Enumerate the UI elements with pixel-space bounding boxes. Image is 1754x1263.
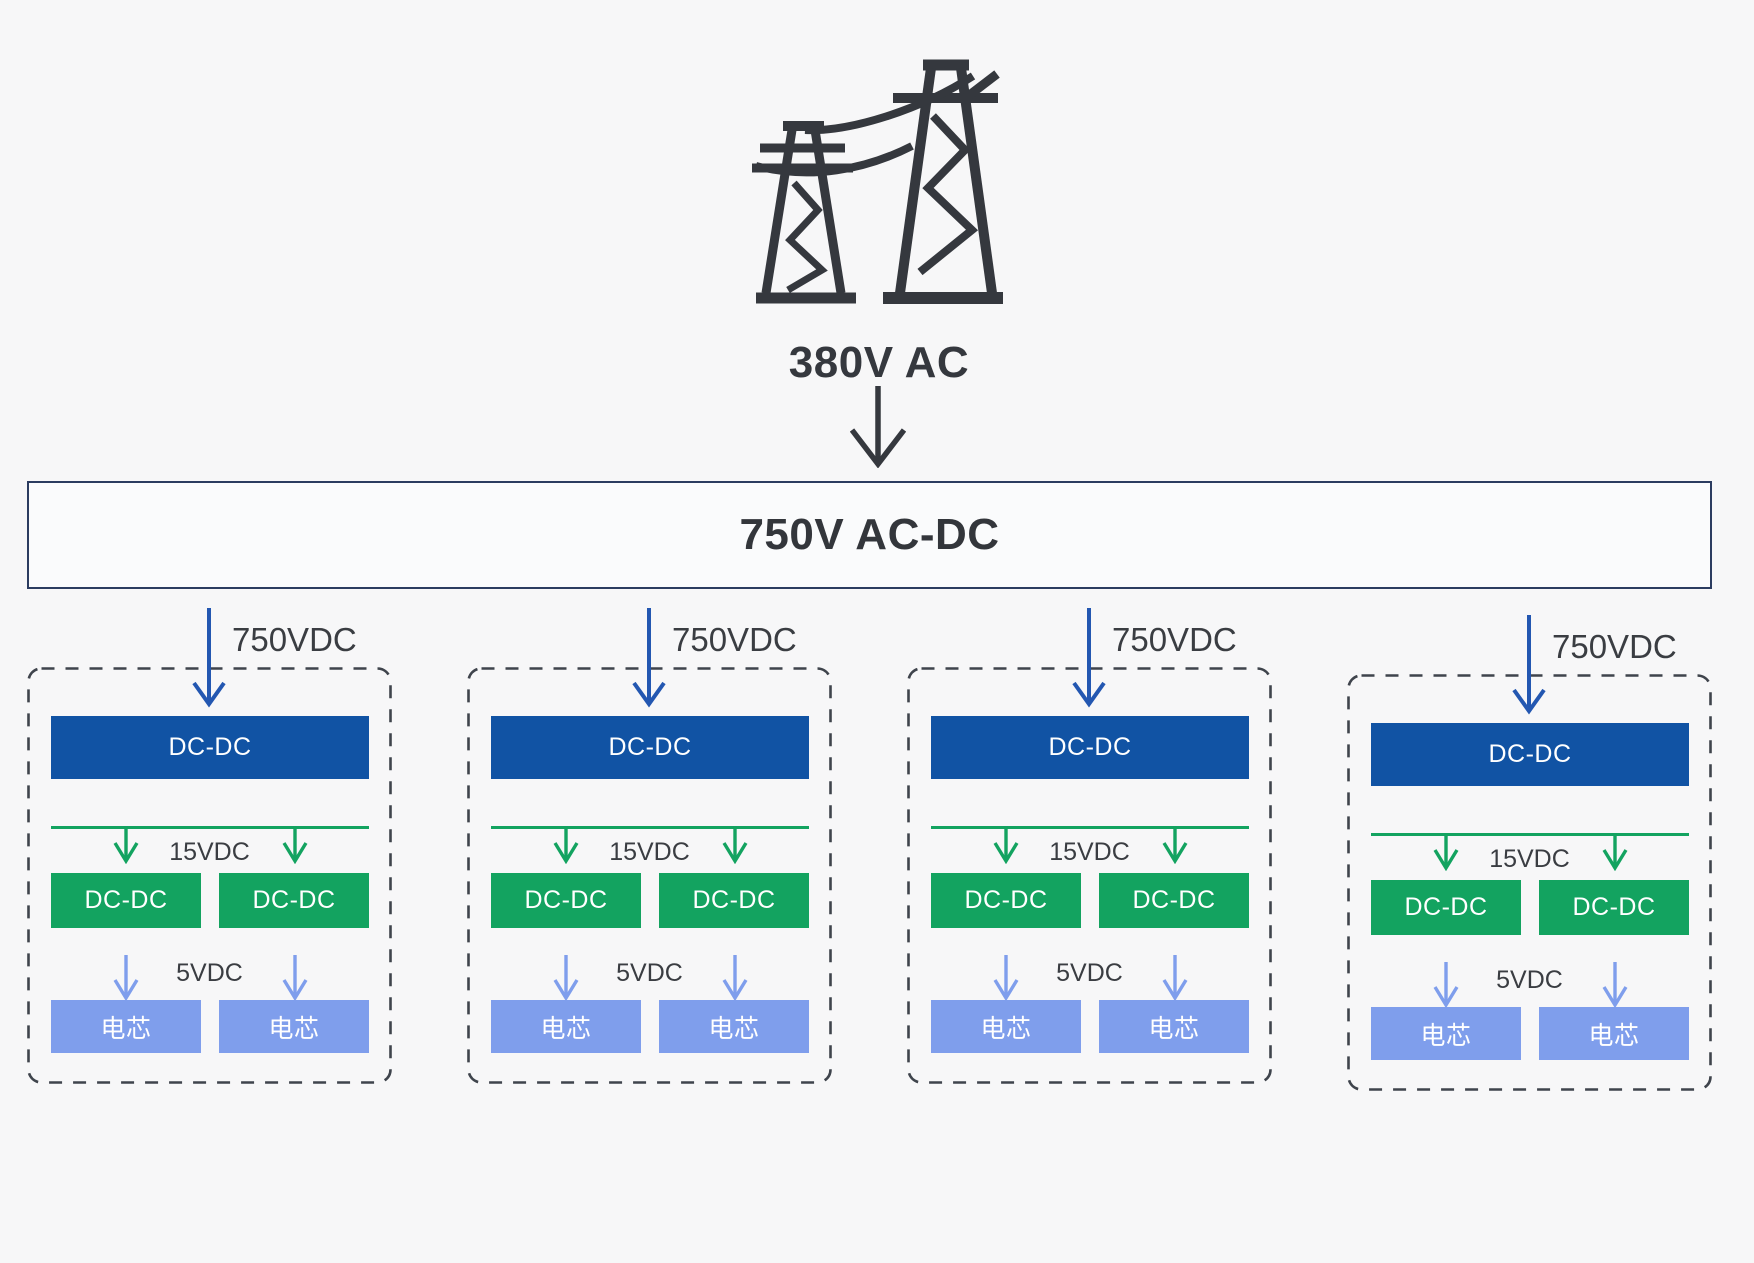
output-5vdc-arrow-icon (722, 955, 748, 1001)
secondary-dcdc-box-2: DC-DC (219, 873, 369, 928)
input-750vdc-arrow-icon (1512, 615, 1546, 715)
primary-dcdc-label: DC-DC (168, 733, 252, 761)
output-5vdc-arrow-icon (553, 955, 579, 1001)
input-750vdc-arrow-icon (1072, 608, 1106, 708)
primary-dcdc-label: DC-DC (608, 733, 692, 761)
secondary-dcdc-label: DC-DC (524, 886, 608, 914)
secondary-dcdc-label: DC-DC (964, 886, 1048, 914)
low-voltage-label: 5VDC (176, 959, 243, 987)
step-down-arrow-icon (1162, 826, 1188, 864)
secondary-dcdc-box-1: DC-DC (51, 873, 201, 928)
battery-cell-label: 电芯 (1148, 1014, 1200, 1043)
output-5vdc-arrow-icon (1433, 962, 1459, 1008)
battery-cell-box-2: 电芯 (219, 1000, 369, 1053)
input-voltage-label: 750VDC (1112, 621, 1237, 658)
secondary-dcdc-box-1: DC-DC (931, 873, 1081, 928)
battery-cell-box-2: 电芯 (659, 1000, 809, 1053)
output-5vdc-arrow-icon (282, 955, 308, 1001)
dcdc-group-4: 750VDC DC-DC 15VDC DC-DC DC-DC 5VDC (1347, 615, 1712, 1091)
battery-cell-box-1: 电芯 (491, 1000, 641, 1053)
low-voltage-label: 5VDC (1496, 966, 1563, 994)
step-down-arrow-icon (993, 826, 1019, 864)
output-5vdc-arrow-icon (1162, 955, 1188, 1001)
battery-cell-box-2: 电芯 (1099, 1000, 1249, 1053)
transmission-tower-icon (752, 59, 1003, 304)
battery-cell-label: 电芯 (268, 1014, 320, 1043)
dcdc-group-1: 750VDC DC-DC 15VDC DC-DC DC-DC 5VDC (27, 608, 392, 1084)
battery-cell-box-1: 电芯 (931, 1000, 1081, 1053)
step-down-arrow-icon (553, 826, 579, 864)
mid-voltage-bus-line (491, 826, 809, 829)
input-voltage-label: 750VDC (672, 621, 797, 658)
secondary-dcdc-label: DC-DC (1132, 886, 1216, 914)
battery-cell-label: 电芯 (708, 1014, 760, 1043)
secondary-dcdc-label: DC-DC (692, 886, 776, 914)
ac-input-arrow-icon (850, 386, 906, 468)
battery-cell-box-1: 电芯 (1371, 1007, 1521, 1060)
secondary-dcdc-box-1: DC-DC (491, 873, 641, 928)
output-5vdc-arrow-icon (993, 955, 1019, 1001)
battery-cell-box-1: 电芯 (51, 1000, 201, 1053)
battery-cell-label: 电芯 (1588, 1021, 1640, 1050)
step-down-arrow-icon (1602, 833, 1628, 871)
battery-cell-label: 电芯 (1420, 1021, 1472, 1050)
secondary-dcdc-box-2: DC-DC (659, 873, 809, 928)
battery-cell-label: 电芯 (540, 1014, 592, 1043)
secondary-dcdc-box-2: DC-DC (1099, 873, 1249, 928)
battery-cell-box-2: 电芯 (1539, 1007, 1689, 1060)
secondary-dcdc-label: DC-DC (252, 886, 336, 914)
source-voltage-label: 380V AC (788, 338, 970, 387)
dcdc-group-2: 750VDC DC-DC 15VDC DC-DC DC-DC 5VDC (467, 608, 832, 1084)
output-5vdc-arrow-icon (113, 955, 139, 1001)
battery-cell-label: 电芯 (100, 1014, 152, 1043)
input-750vdc-arrow-icon (632, 608, 666, 708)
input-voltage-label: 750VDC (1552, 628, 1677, 665)
output-5vdc-arrow-icon (1602, 962, 1628, 1008)
primary-dcdc-box: DC-DC (51, 716, 369, 779)
battery-cell-label: 电芯 (980, 1014, 1032, 1043)
primary-dcdc-label: DC-DC (1048, 733, 1132, 761)
ac-dc-rectifier-box: 750V AC-DC (27, 481, 1712, 589)
primary-dcdc-box: DC-DC (931, 716, 1249, 779)
mid-voltage-bus-line (51, 826, 369, 829)
input-750vdc-arrow-icon (192, 608, 226, 708)
mid-voltage-label: 15VDC (1049, 838, 1130, 866)
step-down-arrow-icon (282, 826, 308, 864)
secondary-dcdc-box-2: DC-DC (1539, 880, 1689, 935)
low-voltage-label: 5VDC (1056, 959, 1123, 987)
step-down-arrow-icon (1433, 833, 1459, 871)
mid-voltage-bus-line (1371, 833, 1689, 836)
primary-dcdc-label: DC-DC (1488, 740, 1572, 768)
step-down-arrow-icon (722, 826, 748, 864)
step-down-arrow-icon (113, 826, 139, 864)
input-voltage-label: 750VDC (232, 621, 357, 658)
secondary-dcdc-label: DC-DC (84, 886, 168, 914)
mid-voltage-label: 15VDC (169, 838, 250, 866)
mid-voltage-label: 15VDC (1489, 845, 1570, 873)
secondary-dcdc-label: DC-DC (1572, 893, 1656, 921)
mid-voltage-bus-line (931, 826, 1249, 829)
ac-dc-rectifier-label: 750V AC-DC (739, 510, 1000, 559)
mid-voltage-label: 15VDC (609, 838, 690, 866)
secondary-dcdc-label: DC-DC (1404, 893, 1488, 921)
primary-dcdc-box: DC-DC (1371, 723, 1689, 786)
secondary-dcdc-box-1: DC-DC (1371, 880, 1521, 935)
primary-dcdc-box: DC-DC (491, 716, 809, 779)
low-voltage-label: 5VDC (616, 959, 683, 987)
dcdc-group-3: 750VDC DC-DC 15VDC DC-DC DC-DC 5VDC (907, 608, 1272, 1084)
